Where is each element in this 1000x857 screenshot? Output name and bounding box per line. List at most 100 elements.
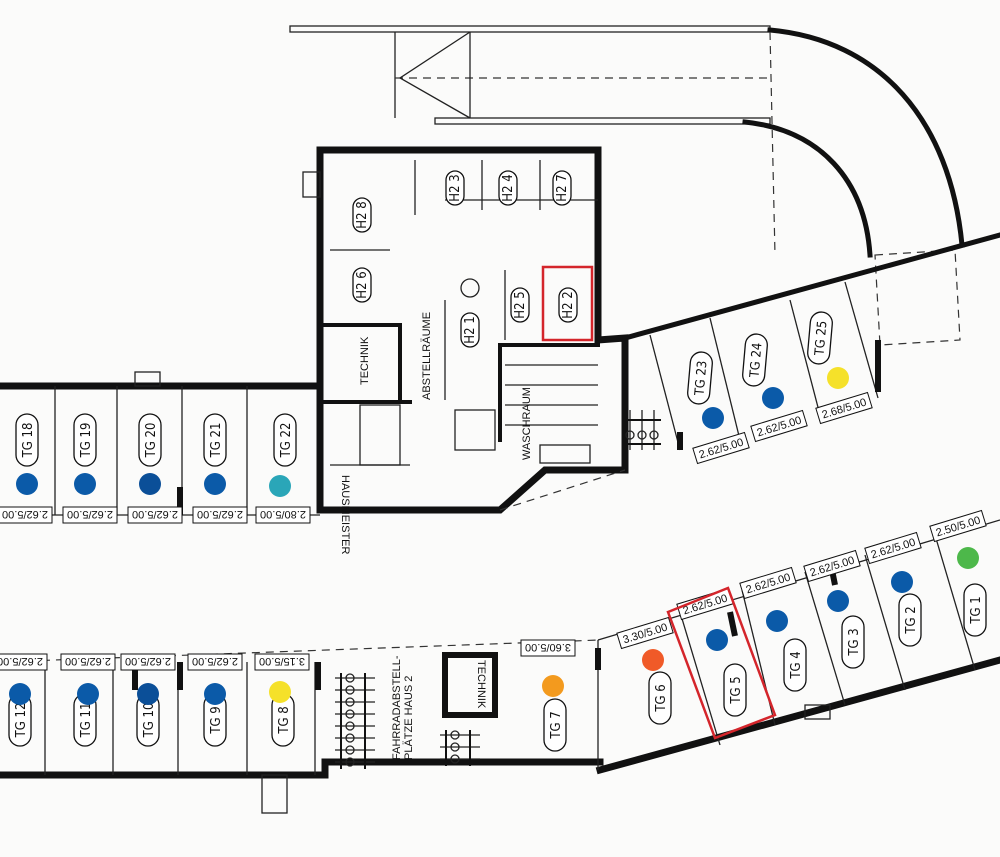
dimension-box [616, 616, 674, 650]
availability-dot [827, 367, 849, 389]
spot-label: TG 18 [21, 423, 36, 459]
stair-waschraum [505, 364, 598, 464]
dimension-box [739, 566, 797, 600]
parking-spot-tg2[interactable]: TG 22.62/5.00 [864, 531, 922, 647]
availability-dot [204, 683, 226, 705]
bike-rack-icon [335, 673, 480, 769]
spot-label-pill [273, 413, 297, 467]
parking-spot-tg9[interactable]: TG 9 2.62/5.00 [187, 653, 243, 747]
availability-dot [74, 473, 96, 495]
storage-room: H2 5 [510, 287, 530, 323]
storage-room: H2 7 [552, 170, 572, 206]
spot-label-pill [543, 698, 567, 752]
spot-dimension: 3.60/5.00 [525, 641, 571, 653]
stall-divider [789, 299, 821, 416]
availability-dot [139, 473, 161, 495]
spot-label: TG 25 [812, 320, 830, 357]
availability-dot [642, 649, 664, 671]
highlight-h2-2 [541, 265, 594, 342]
spot-label-pill [898, 593, 922, 647]
parking-spot-tg6[interactable]: TG 63.30/5.00 [616, 616, 674, 725]
room-technik: TECHNIK [359, 336, 371, 385]
parking-spot-tg20[interactable]: TG 202.62/5.00 [127, 413, 183, 524]
parking-spot-tg24[interactable]: TG 242.62/5.00 [742, 333, 808, 443]
storage-room: H2 1 [460, 312, 480, 348]
spot-label-pill [963, 583, 987, 637]
availability-dot [706, 629, 728, 651]
parking-spot-tg10[interactable]: TG 102.62/5.00 [120, 653, 176, 747]
parking-spot-tg7[interactable]: TG 73.60/5.00 [520, 639, 576, 752]
parking-spot-tg21[interactable]: TG 212.62/5.00 [192, 413, 248, 524]
dimension-box [192, 506, 248, 524]
storage-label: H2 5 [513, 291, 528, 318]
storage-label: H2 8 [355, 201, 370, 228]
parking-spot-tg8[interactable]: TG 8 3.15/5.00 [254, 653, 310, 747]
parking-spot-tg3[interactable]: TG 32.62/5.00 [803, 549, 865, 669]
availability-dot [9, 683, 31, 705]
stall-divider [804, 571, 846, 706]
spot-dimension: 2.80/5.00 [260, 508, 306, 520]
parking-spot-tg4[interactable]: TG 42.62/5.00 [739, 566, 807, 692]
dimension-box [127, 506, 183, 524]
dimension-box [120, 653, 176, 671]
availability-dot [542, 675, 564, 697]
spot-dimension: 2.62/5.00 [192, 655, 238, 667]
spot-label-pill [203, 413, 227, 467]
spot-dimension: 3.15/5.00 [259, 655, 305, 667]
spot-label: TG 3 [847, 628, 862, 656]
spot-label: TG 8 [277, 706, 292, 734]
spot-label: TG 10 [142, 703, 157, 739]
availability-dot [702, 407, 724, 429]
parking-spot-tg23[interactable]: TG 232.62/5.00 [687, 351, 750, 465]
storage-label: H2 2 [561, 291, 576, 318]
spot-label-pill [73, 413, 97, 467]
dimension-box [255, 506, 311, 524]
spot-label: TG 4 [789, 651, 804, 679]
spot-label: TG 23 [692, 360, 710, 397]
parking-spot-tg11[interactable]: TG 11 2.62/5.00 [60, 653, 116, 747]
parking-spot-tg25[interactable]: TG 252.68/5.00 [807, 311, 873, 425]
spot-label-pill [807, 311, 833, 365]
availability-dot [891, 571, 913, 593]
storage-room: H2 2 [558, 287, 578, 323]
stall-divider [934, 534, 976, 671]
storage-room: H2 4 [498, 170, 518, 206]
parking-spot-tg22[interactable]: TG 22 2.80/5.00 [255, 413, 311, 524]
parking-spot-tg1[interactable]: TG 12.50/5.00 [929, 509, 987, 637]
room-abstellraeume: ABSTELLRÄUME [421, 312, 433, 400]
room-waschraum: WASCHRAUM [521, 387, 533, 460]
stall-divider [864, 554, 906, 691]
spot-label: TG 19 [79, 423, 94, 459]
availability-dot [204, 473, 226, 495]
spot-label-pill [687, 351, 713, 405]
storage-room: H2 6 [352, 267, 372, 303]
spot-label: TG 11 [79, 703, 94, 739]
spot-dimension: 2.62/5.00 [2, 508, 48, 520]
storage-label: H2 7 [555, 174, 570, 201]
spot-dimension: 2.62/5.00 [65, 655, 111, 667]
storage-label: H2 6 [355, 271, 370, 298]
storage-room: H2 8 [352, 197, 372, 233]
parking-spot-tg19[interactable]: TG 19 2.62/5.00 [62, 413, 118, 524]
availability-dot [269, 475, 291, 497]
parking-spot-tg12[interactable]: TG 122.62/5.00 [0, 653, 48, 747]
spot-dimension: 2.62/5.00 [67, 508, 113, 520]
dimension-box [0, 653, 48, 671]
spot-dimension: 2.62/5.00 [197, 508, 243, 520]
highlight-tg5 [666, 586, 777, 740]
spot-label-pill [723, 663, 747, 717]
availability-dot [137, 683, 159, 705]
spot-label-pill [15, 413, 39, 467]
storage-label: H2 3 [448, 174, 463, 201]
room-labels: TECHNIK ABSTELLRÄUME WASCHRAUM HAUSMEIST… [339, 312, 533, 760]
spot-label: TG 9 [209, 706, 224, 734]
stall-divider [709, 317, 741, 441]
spot-label: TG 22 [279, 423, 294, 459]
availability-dot [77, 683, 99, 705]
parking-spot-tg18[interactable]: TG 18 2.62/5.00 [0, 413, 53, 524]
dimension-box [254, 653, 310, 671]
storage-room: H2 3 [445, 170, 465, 206]
spot-label-pill [742, 333, 768, 387]
spot-label: TG 20 [144, 423, 159, 459]
dimension-box [520, 639, 576, 657]
